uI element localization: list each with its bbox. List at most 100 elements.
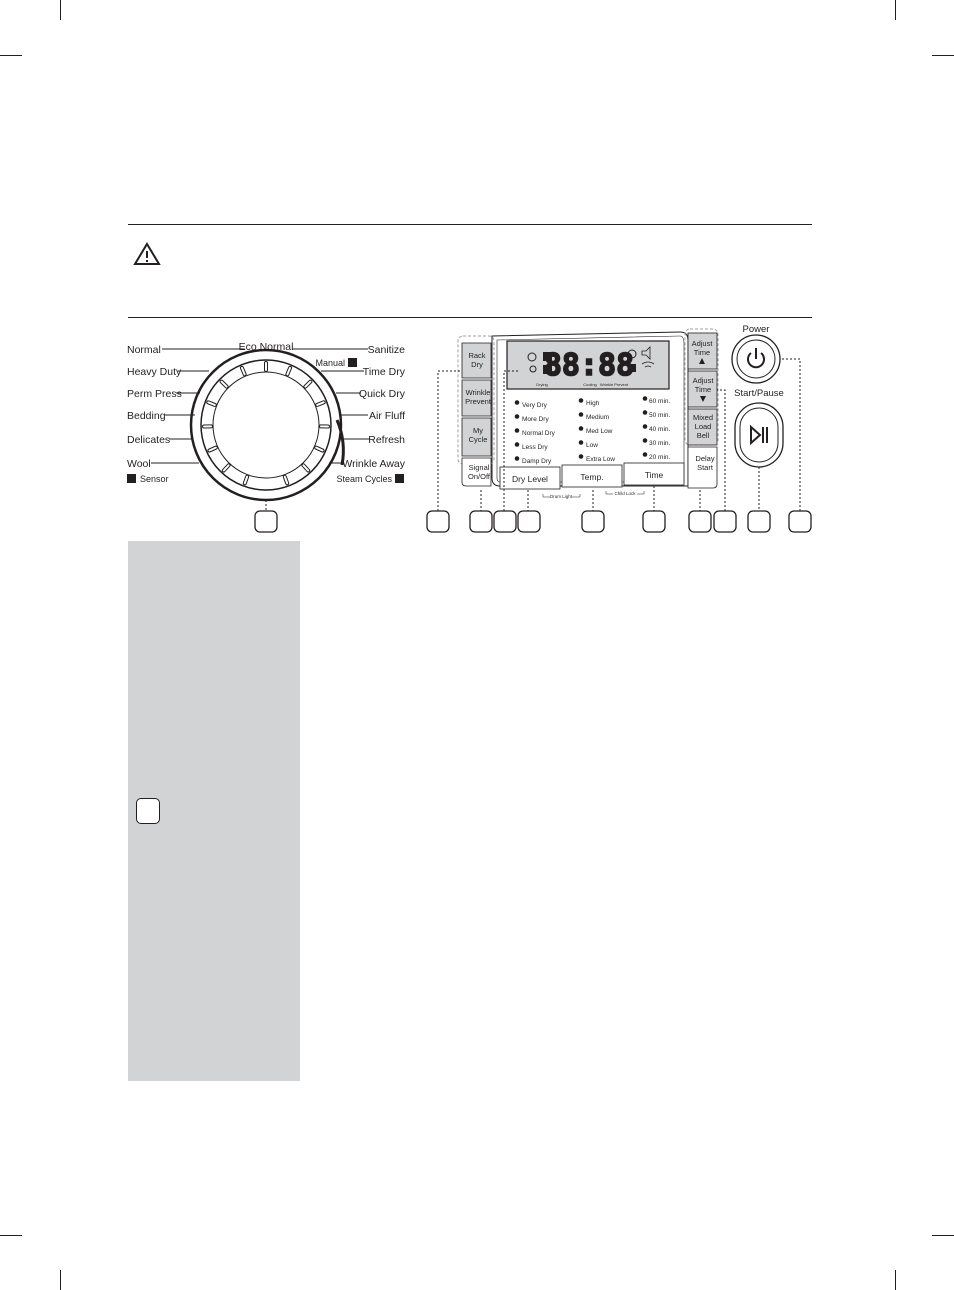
time-50: 50 min. bbox=[649, 412, 671, 419]
lock-icon bbox=[543, 352, 552, 361]
child-lock-label: Child Lock bbox=[614, 491, 636, 496]
btn-rack: Rack bbox=[468, 351, 485, 360]
btn-prevent: Prevent bbox=[465, 397, 492, 406]
indicator-led bbox=[642, 452, 648, 457]
display-digits: 88:88 bbox=[544, 348, 634, 383]
dry-level-button[interactable] bbox=[499, 466, 561, 490]
crop-mark bbox=[895, 0, 896, 20]
wrinkle-prevent-button[interactable] bbox=[461, 379, 492, 417]
dial-label-time-dry: Time Dry bbox=[363, 366, 406, 378]
indicator-led bbox=[514, 442, 520, 447]
cycle-dial[interactable] bbox=[189, 348, 343, 502]
mixed-load-icon bbox=[628, 364, 636, 372]
signal-icon bbox=[527, 352, 537, 362]
btn-mixed: Mixed bbox=[693, 413, 713, 422]
crop-mark bbox=[0, 1235, 22, 1236]
dial-label-normal: Normal bbox=[127, 344, 161, 356]
start-pause-label: Start/Pause bbox=[734, 388, 784, 399]
btn-adjust-2: Adjust bbox=[693, 376, 715, 385]
dial-tick bbox=[302, 464, 310, 472]
callout-box bbox=[788, 510, 812, 533]
btn-on-off: On/Off bbox=[468, 472, 491, 481]
section-rule-bottom bbox=[128, 317, 812, 318]
temp-button[interactable] bbox=[561, 464, 623, 488]
time-button[interactable] bbox=[623, 462, 685, 486]
crop-mark bbox=[895, 1270, 896, 1290]
callout-box bbox=[747, 510, 771, 533]
callout-box bbox=[642, 510, 666, 533]
callout-box bbox=[136, 798, 160, 824]
rack-dry-button[interactable] bbox=[461, 342, 492, 379]
callout-box bbox=[713, 510, 737, 533]
dry-more-dry: More Dry bbox=[522, 416, 549, 423]
dial-label-air-fluff: Air Fluff bbox=[369, 410, 405, 422]
dial-tick bbox=[220, 380, 228, 388]
callout-box bbox=[469, 510, 493, 533]
play-pause-icon bbox=[750, 424, 768, 446]
time-30: 30 min. bbox=[649, 440, 671, 447]
btn-my: My bbox=[473, 426, 483, 435]
dry-damp-dry: Damp Dry bbox=[522, 458, 552, 465]
btn-wrinkle: Wrinkle bbox=[466, 388, 491, 397]
dial-label-eco-normal: Eco Normal bbox=[239, 341, 294, 353]
indicator-led bbox=[578, 454, 584, 459]
dial-tick bbox=[222, 464, 230, 472]
signal-button[interactable] bbox=[461, 457, 492, 487]
dial-tick bbox=[283, 475, 289, 485]
btn-time-1: Time bbox=[694, 348, 710, 357]
my-cycle-button[interactable] bbox=[461, 417, 492, 457]
indicator-led bbox=[514, 428, 520, 433]
indicator-led bbox=[578, 440, 584, 445]
dial-label-bedding: Bedding bbox=[127, 410, 166, 422]
btn-delay: Delay bbox=[695, 454, 714, 463]
temp-high: High bbox=[586, 400, 600, 407]
callout-box bbox=[688, 510, 712, 533]
stage-drying: Drying bbox=[536, 382, 548, 387]
display-window bbox=[506, 340, 670, 390]
bell-icon bbox=[529, 365, 537, 373]
btn-load: Load bbox=[695, 422, 712, 431]
dial-tick bbox=[316, 401, 325, 406]
indicator-led bbox=[578, 426, 584, 431]
temp-low: Low bbox=[586, 442, 598, 449]
dry-normal-dry: Normal Dry bbox=[522, 430, 556, 437]
stage-cooling: Cooling bbox=[583, 382, 597, 387]
dial-tick bbox=[304, 380, 312, 388]
dial-tick bbox=[207, 401, 216, 406]
btn-bell: Bell bbox=[697, 431, 710, 440]
dial-tick bbox=[243, 475, 249, 485]
indicator-led bbox=[514, 456, 520, 461]
dial-tick bbox=[208, 446, 217, 452]
dial-label-heavy-duty: Heavy Duty bbox=[127, 366, 182, 378]
indicator-led bbox=[642, 410, 648, 415]
stage-wrinkle-prevent: Wrinkle Prevent bbox=[600, 382, 629, 387]
callout-box bbox=[426, 510, 450, 533]
manual-icon bbox=[348, 358, 357, 367]
control-panel-diagram: Normal Heavy Duty Perm Press Bedding Del… bbox=[127, 324, 812, 533]
sensor-icon bbox=[127, 474, 136, 483]
delay-start-button[interactable] bbox=[687, 446, 718, 489]
btn-adjust-1: Adjust bbox=[692, 339, 714, 348]
dial-tick bbox=[286, 366, 292, 376]
dial-label-sensor: Sensor bbox=[140, 474, 169, 484]
crop-mark bbox=[60, 0, 61, 20]
dial-tick bbox=[315, 446, 324, 452]
indicator-led bbox=[578, 398, 584, 403]
crop-mark bbox=[932, 55, 954, 56]
power-icon bbox=[747, 348, 765, 369]
btn-start: Start bbox=[697, 463, 714, 472]
btn-cycle: Cycle bbox=[469, 435, 488, 444]
callout-box bbox=[254, 510, 278, 533]
temp-medium: Medium bbox=[586, 414, 609, 421]
arrow-down-icon bbox=[700, 396, 706, 402]
dial-tick bbox=[240, 366, 246, 376]
btn-dry-level: Dry Level bbox=[512, 474, 548, 484]
mixed-load-bell-button[interactable] bbox=[687, 408, 718, 446]
btn-time: Time bbox=[645, 470, 664, 480]
dry-less-dry: Less Dry bbox=[522, 444, 548, 451]
btn-time-2: Time bbox=[695, 385, 711, 394]
btn-temp: Temp. bbox=[580, 472, 603, 482]
crop-mark bbox=[932, 1235, 954, 1236]
dial-label-delicates: Delicates bbox=[127, 434, 170, 446]
dial-label-wool: Wool bbox=[127, 458, 151, 470]
